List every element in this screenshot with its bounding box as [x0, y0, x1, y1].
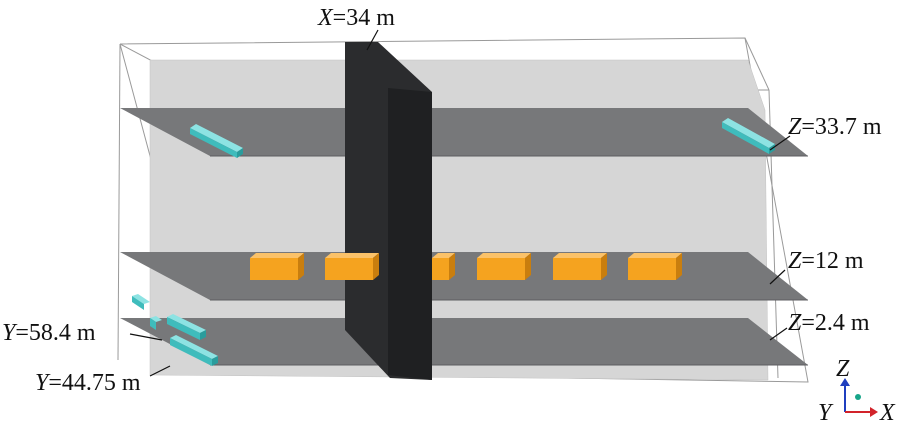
diffuser-bottom-a: [132, 294, 150, 310]
label-z-12: Z=12 m: [788, 248, 864, 274]
slab-edges: [210, 155, 808, 366]
x-plane-front: [388, 88, 432, 380]
diffuser-top-left: [190, 124, 243, 158]
axis-y-label: Y: [818, 400, 834, 426]
heat-source-box: [325, 253, 379, 280]
heat-source-box: [628, 253, 682, 280]
label-z-33-7: Z=33.7 m: [788, 114, 882, 140]
axis-y-dot: [855, 394, 861, 400]
diffuser-bottom-c: [170, 335, 218, 366]
label-y-58-4: Y=58.4 m: [2, 320, 96, 346]
floor-slab-z-33-7: [120, 108, 808, 156]
leader-lines: [129, 29, 791, 377]
label-z-2-4: Z=2.4 m: [788, 310, 870, 336]
heat-source-boxes: [250, 253, 682, 280]
diffuser-bottom-b: [167, 314, 206, 340]
axis-z-arrowhead: [840, 378, 850, 386]
diffuser-bottom-d: [150, 316, 162, 330]
heat-source-box: [250, 253, 304, 280]
axis-x-label: X: [879, 400, 896, 426]
axis-z-label: Z: [836, 356, 850, 382]
heat-source-box: [477, 253, 531, 280]
axis-x-arrowhead: [870, 407, 878, 417]
floor-slab-z-2-4: [120, 318, 808, 365]
heat-source-box: [553, 253, 607, 280]
label-x-plane: X=34 m: [317, 5, 395, 31]
floor-slab-z-12: [120, 252, 808, 300]
axis-triad: Z Y X: [818, 356, 896, 426]
label-y-44-75: Y=44.75 m: [35, 370, 141, 396]
heat-source-box: [432, 253, 455, 280]
